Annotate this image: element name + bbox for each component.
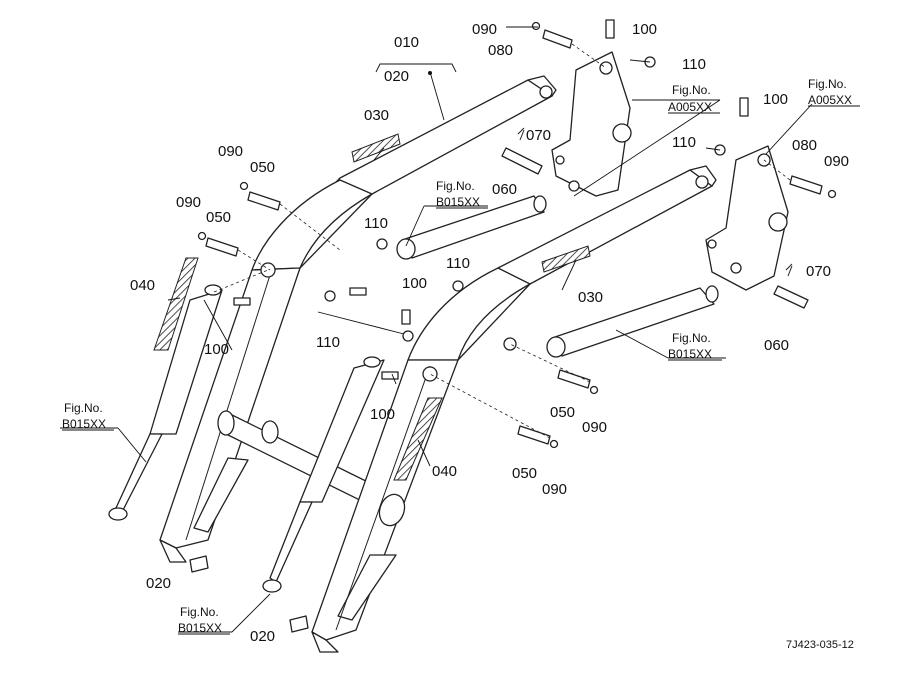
label-040-right: 040 bbox=[432, 463, 457, 480]
fitting-090-a bbox=[531, 21, 541, 31]
fitting-090-d bbox=[827, 189, 837, 199]
label-110-e: 110 bbox=[446, 255, 470, 272]
fig-no-b015-b-title: Fig.No. bbox=[672, 331, 711, 345]
label-090-f: 090 bbox=[542, 481, 567, 498]
label-080-b: 080 bbox=[792, 137, 817, 154]
label-100-c: 100 bbox=[402, 275, 427, 292]
label-060-b: 060 bbox=[764, 337, 789, 354]
label-070-b: 070 bbox=[806, 263, 831, 280]
label-090-c: 090 bbox=[176, 194, 201, 211]
label-050-a: 050 bbox=[250, 159, 275, 176]
left-boom-arm bbox=[159, 75, 557, 563]
label-060-a: 060 bbox=[492, 181, 517, 198]
fitting-090-c bbox=[197, 231, 207, 241]
callout-labels: 010 020 090 080 100 110 Fig.No. A005XX F… bbox=[62, 21, 854, 651]
label-090-a: 090 bbox=[472, 21, 497, 38]
label-100-b: 100 bbox=[763, 91, 788, 108]
label-080-a: 080 bbox=[488, 42, 513, 59]
label-110-b: 110 bbox=[672, 134, 696, 151]
pin-080-left bbox=[542, 29, 573, 49]
pin-050-b bbox=[205, 237, 239, 257]
label-100-a: 100 bbox=[632, 21, 657, 38]
leader-lines bbox=[60, 26, 813, 633]
fig-no-a005-a-title: Fig.No. bbox=[672, 83, 711, 97]
label-030-right: 030 bbox=[578, 289, 603, 306]
fitting-090-f bbox=[549, 439, 559, 449]
decal-030-right bbox=[541, 245, 591, 273]
pin-050-a bbox=[247, 191, 281, 211]
pin-050-c bbox=[557, 369, 591, 389]
bolt-100-f bbox=[401, 309, 411, 325]
fig-no-b015-b-code: B015XX bbox=[668, 347, 712, 361]
pin-050-d bbox=[517, 425, 551, 445]
bolt-100-c bbox=[349, 287, 367, 296]
loose-hardware bbox=[189, 19, 837, 633]
lynch-pin-070-right bbox=[785, 263, 793, 277]
marker-dot bbox=[428, 71, 432, 75]
nut-110-e bbox=[452, 280, 464, 292]
bolt-100-a bbox=[605, 19, 615, 39]
decals bbox=[153, 133, 591, 481]
label-090-e: 090 bbox=[582, 419, 607, 436]
label-040-left: 040 bbox=[130, 277, 155, 294]
decal-040-left bbox=[153, 257, 199, 351]
fig-ref-underlines bbox=[62, 105, 860, 635]
fig-no-a005-a-code: A005XX bbox=[668, 100, 712, 114]
assembly-lines bbox=[213, 43, 791, 439]
right-lift-cylinder bbox=[262, 356, 385, 593]
hitch-pin-060-left bbox=[501, 147, 543, 175]
fig-no-b015-d-title: Fig.No. bbox=[180, 605, 219, 619]
fig-no-b015-c-title: Fig.No. bbox=[64, 401, 103, 415]
pin-020-b bbox=[289, 615, 309, 633]
label-110-a: 110 bbox=[682, 56, 706, 73]
label-090-d: 090 bbox=[824, 153, 849, 170]
drawing-code: 7J423-035-12 bbox=[786, 639, 854, 651]
bolt-100-e bbox=[381, 371, 399, 380]
label-010: 010 bbox=[394, 34, 419, 51]
left-mount-bracket bbox=[551, 51, 632, 197]
fig-no-b015-c-code: B015XX bbox=[62, 417, 106, 431]
bolt-100-b bbox=[739, 97, 749, 117]
label-100-e: 100 bbox=[370, 406, 395, 423]
lynch-pin-070-left bbox=[517, 127, 525, 141]
label-100-d: 100 bbox=[204, 341, 229, 358]
fig-no-b015-a-title: Fig.No. bbox=[436, 179, 475, 193]
label-050-d: 050 bbox=[512, 465, 537, 482]
right-bucket-cylinder bbox=[546, 285, 719, 358]
nut-110-f bbox=[402, 330, 414, 342]
label-090-b: 090 bbox=[218, 143, 243, 160]
label-070-a: 070 bbox=[526, 127, 551, 144]
fig-no-a005-b-title: Fig.No. bbox=[808, 77, 847, 91]
hitch-pin-060-right bbox=[773, 285, 809, 309]
fig-no-b015-d-code: B015XX bbox=[178, 621, 222, 635]
fitting-090-b bbox=[239, 181, 249, 191]
nut-110-d bbox=[324, 290, 336, 302]
nut-110-c bbox=[376, 238, 388, 250]
label-050-c: 050 bbox=[550, 404, 575, 421]
fig-no-a005-b-code: A005XX bbox=[808, 93, 852, 107]
decal-040-right bbox=[393, 397, 443, 481]
fitting-090-e bbox=[589, 385, 599, 395]
label-030-left: 030 bbox=[364, 107, 389, 124]
pin-080-right bbox=[789, 175, 823, 195]
right-mount-bracket bbox=[705, 145, 789, 291]
pin-020-a bbox=[189, 555, 209, 573]
label-020-b: 020 bbox=[250, 628, 275, 645]
label-050-b: 050 bbox=[206, 209, 231, 226]
fig-no-b015-a-code: B015XX bbox=[436, 195, 480, 209]
label-020-a: 020 bbox=[146, 575, 171, 592]
left-bucket-cylinder bbox=[396, 195, 547, 260]
left-lift-cylinder bbox=[108, 284, 223, 521]
decal-030-left bbox=[351, 133, 401, 163]
label-110-d: 110 bbox=[316, 334, 340, 351]
label-110-c: 110 bbox=[364, 215, 388, 232]
label-020-top: 020 bbox=[384, 68, 409, 85]
bolt-100-d bbox=[233, 297, 251, 306]
